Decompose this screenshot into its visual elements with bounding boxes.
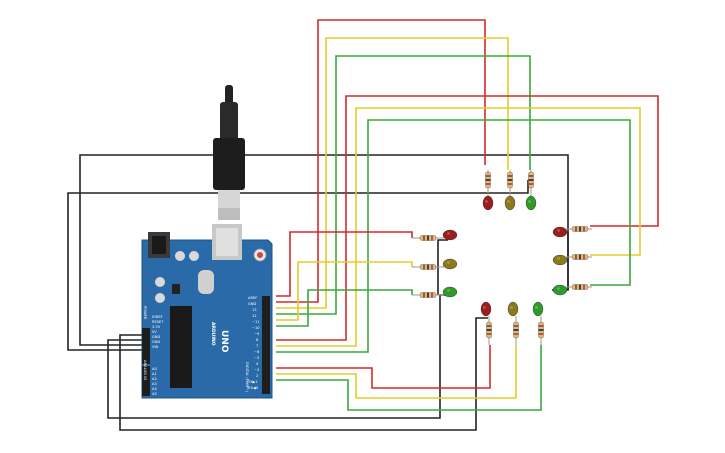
wire-east-yellow	[276, 107, 641, 347]
svg-text:~3: ~3	[254, 368, 259, 372]
svg-text:A2: A2	[152, 377, 157, 381]
svg-text:A1: A1	[152, 372, 157, 376]
resistor	[513, 321, 519, 339]
svg-text:A3: A3	[152, 382, 157, 386]
traffic-light-east	[552, 226, 592, 296]
svg-text:~9: ~9	[254, 332, 260, 336]
board-brand-label: ARDUINO	[210, 322, 216, 346]
led-green[interactable]	[532, 301, 544, 317]
svg-text:TX▶1: TX▶1	[247, 380, 258, 384]
led-red[interactable]	[552, 226, 568, 238]
capacitor	[155, 277, 165, 287]
led-yellow[interactable]	[442, 258, 458, 270]
resistor	[571, 226, 589, 232]
led-green[interactable]	[442, 286, 458, 298]
svg-text:~10: ~10	[252, 326, 260, 330]
svg-text:A0: A0	[152, 367, 157, 371]
svg-text:13: 13	[252, 308, 257, 312]
wire-north-green	[276, 55, 531, 315]
led-red[interactable]	[442, 229, 458, 241]
board-model-label: UNO	[219, 330, 229, 353]
led-yellow[interactable]	[552, 254, 568, 266]
resistor	[507, 171, 513, 189]
wire-south-yellow	[276, 345, 517, 399]
svg-text:A5: A5	[152, 392, 157, 396]
wire-east-red	[276, 95, 659, 341]
capacitor	[175, 251, 185, 261]
analog-pin-labels: A0 A1 A2 A3 A4 A5	[152, 367, 157, 396]
wire-west-red	[276, 231, 413, 297]
analog-section-label: ANALOG IN	[143, 360, 147, 380]
capacitor	[189, 251, 199, 261]
svg-text:~6: ~6	[254, 350, 260, 354]
resistor	[419, 235, 437, 241]
traffic-light-south	[480, 301, 544, 345]
wire-east-green	[276, 119, 631, 353]
resistor	[571, 284, 589, 290]
svg-text:5V: 5V	[152, 330, 157, 334]
wires	[67, 19, 659, 431]
led-groups	[412, 170, 592, 345]
svg-text:RX◀0: RX◀0	[248, 386, 259, 390]
svg-text:12: 12	[252, 314, 257, 318]
resistor	[528, 171, 534, 189]
svg-text:VIN: VIN	[152, 345, 159, 349]
power-section-label: POWER	[143, 306, 147, 320]
digital-pin-labels: AREF GND 13 12 ~11 ~10 ~9 8 7 ~6 ~5 4 ~3…	[247, 296, 260, 390]
digital-header	[262, 296, 270, 394]
led-yellow[interactable]	[504, 195, 516, 211]
resistor	[486, 321, 492, 339]
wire-south-red	[276, 345, 491, 389]
svg-text:A4: A4	[152, 387, 157, 391]
ground-wire-4	[119, 317, 488, 431]
svg-text:GND: GND	[152, 340, 160, 344]
svg-text:RESET: RESET	[152, 320, 164, 324]
ground-wire-2	[67, 180, 529, 351]
traffic-light-north	[482, 170, 537, 211]
traffic-light-west	[412, 229, 458, 298]
microcontroller-chip	[170, 306, 192, 388]
svg-text:2: 2	[256, 374, 258, 378]
wire-west-yellow	[276, 261, 413, 321]
svg-text:4: 4	[256, 362, 259, 366]
resistor	[538, 321, 544, 339]
wire-north-red	[276, 19, 486, 303]
resistor	[485, 171, 491, 189]
digital-section-label: DIGITAL (PWM~)	[245, 362, 249, 392]
led-yellow[interactable]	[507, 301, 519, 317]
power-header	[142, 328, 150, 364]
usb-cable	[213, 85, 245, 220]
resistor	[419, 292, 437, 298]
wire-south-green	[276, 345, 542, 411]
led-red[interactable]	[480, 301, 492, 317]
svg-text:IOREF: IOREF	[152, 315, 163, 319]
svg-text:3.3V: 3.3V	[152, 325, 161, 329]
resistor	[571, 254, 589, 260]
svg-text:7: 7	[256, 344, 258, 348]
resistor	[419, 264, 437, 270]
capacitor	[155, 293, 165, 303]
svg-text:GND: GND	[248, 302, 256, 306]
led-green[interactable]	[525, 195, 537, 211]
crystal-oscillator	[198, 270, 214, 294]
wire-north-yellow	[276, 37, 509, 309]
analog-header	[142, 366, 150, 396]
svg-text:~11: ~11	[252, 320, 260, 324]
led-red[interactable]	[482, 195, 494, 211]
svg-text:~5: ~5	[254, 356, 259, 360]
ground-wire-5	[437, 239, 448, 295]
svg-text:8: 8	[256, 338, 259, 342]
svg-text:GND: GND	[152, 335, 160, 339]
led-green[interactable]	[552, 284, 568, 296]
svg-text:AREF: AREF	[248, 296, 257, 300]
arduino-uno-board[interactable]: AREF GND 13 12 ~11 ~10 ~9 8 7 ~6 ~5 4 ~3…	[141, 224, 273, 399]
wire-west-green	[276, 289, 413, 327]
power-pin-labels: IOREF RESET 3.3V 5V GND GND VIN	[152, 315, 164, 349]
